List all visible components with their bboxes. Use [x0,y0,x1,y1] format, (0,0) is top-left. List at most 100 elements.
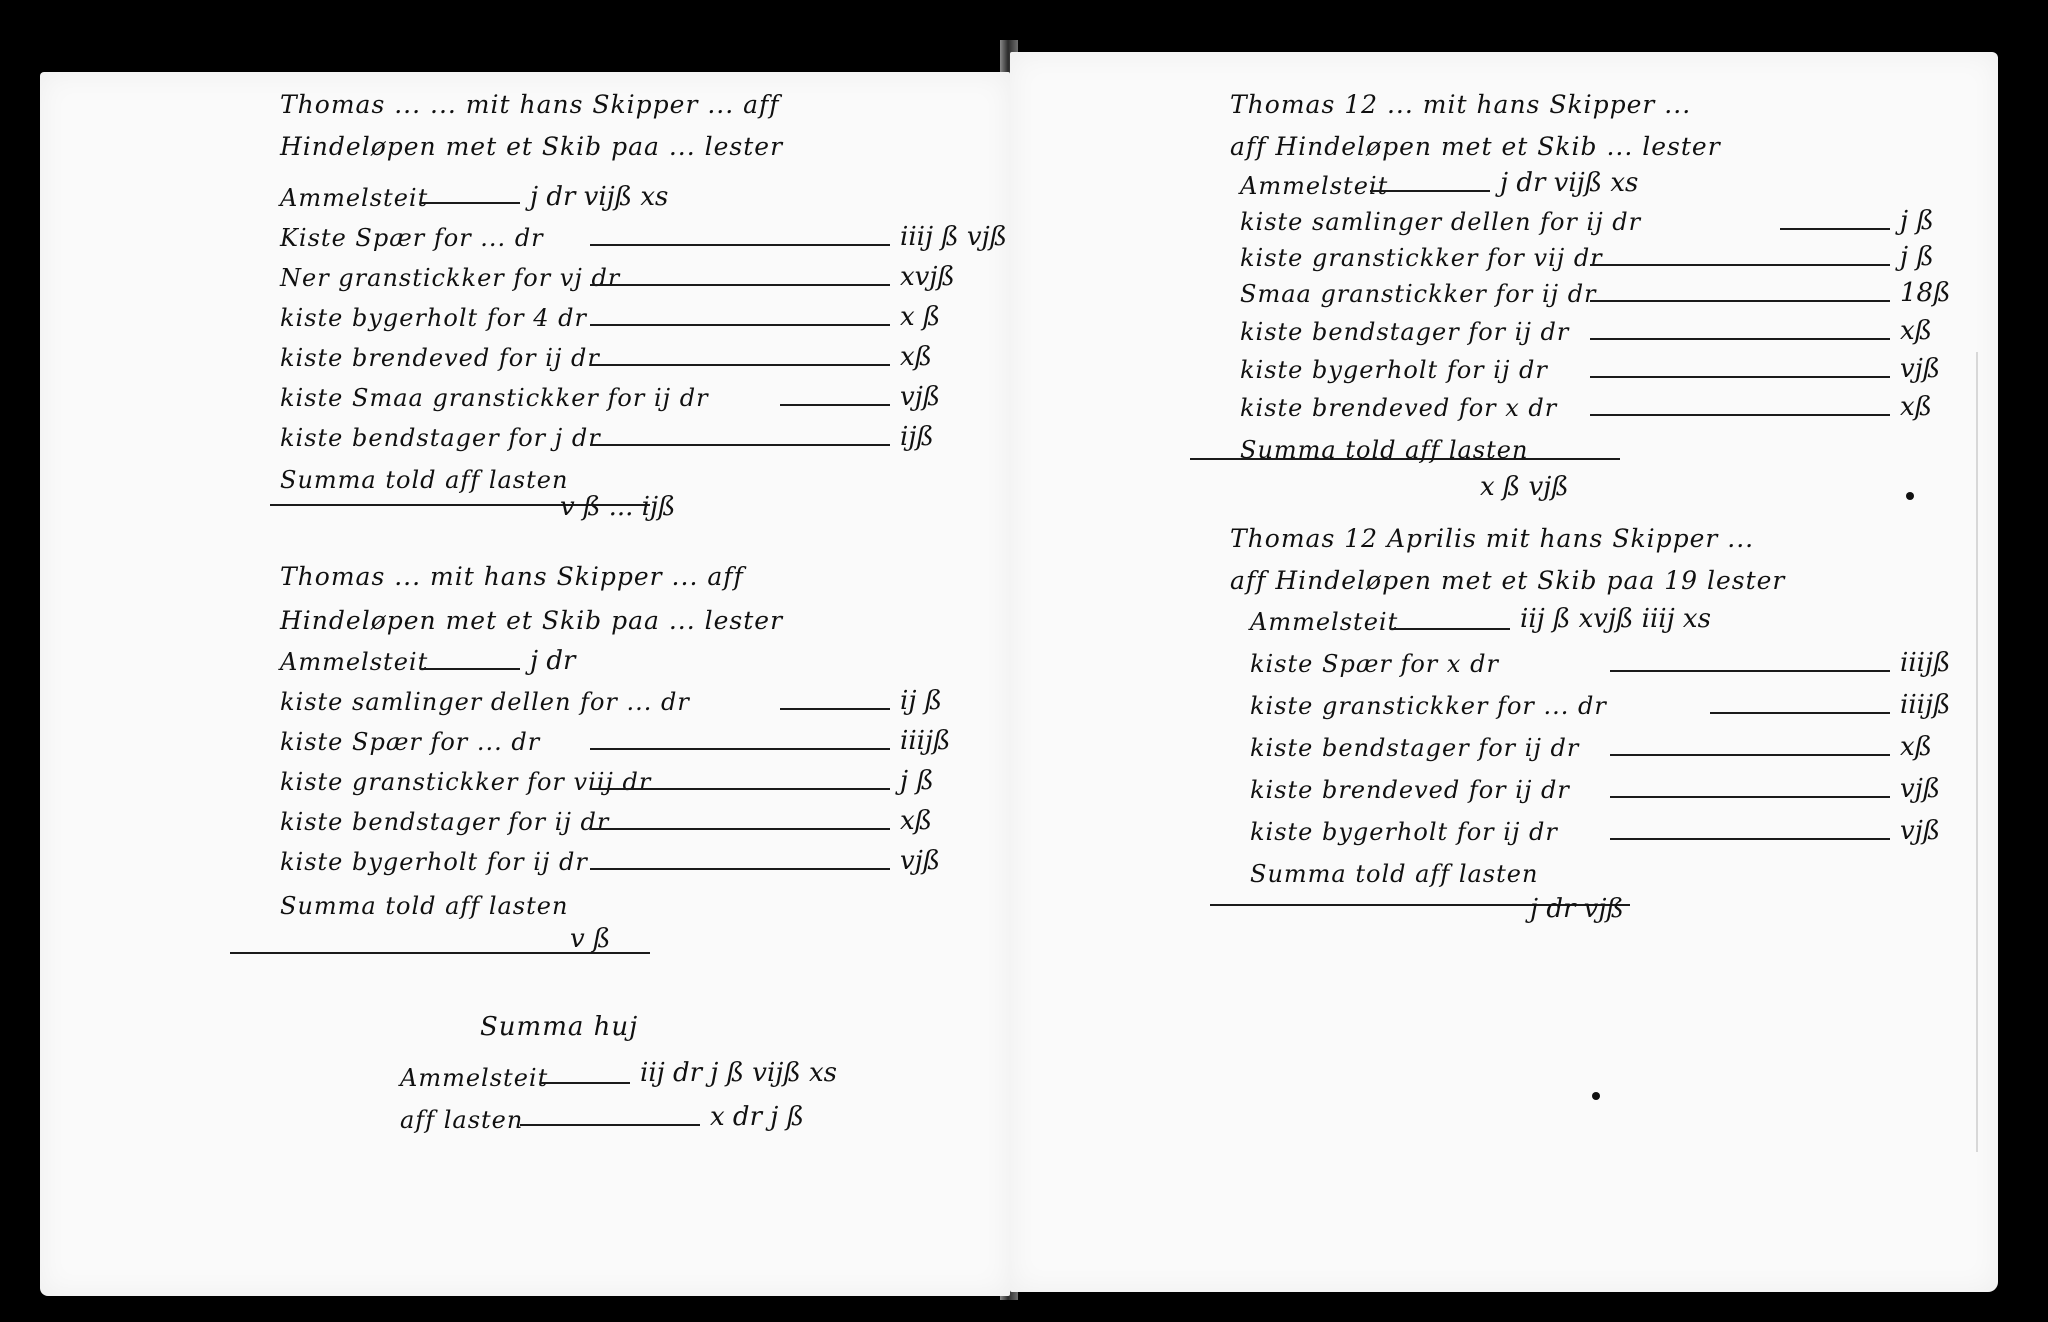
total-label: Summa told aff lasten [1250,860,1539,888]
row-value: xß [1900,732,1933,762]
rule-line [590,364,890,366]
page-edge [1976,352,1978,1152]
row-label: kiste granstickker for viij dr [280,768,652,796]
row-value: x ß [900,302,941,332]
row-label: kiste samlinger dellen for ij dr [1240,208,1642,236]
rule-line [780,708,890,710]
row-label: kiste brendeved for ij dr [1250,776,1570,804]
row-value: vjß [1900,816,1941,846]
row-label: kiste brendeved for ij dr [280,344,600,372]
row-label: Ammelsteit [1240,172,1389,200]
row-label: kiste bygerholt for 4 dr [280,304,587,332]
row-label: Smaa granstickker for ij dr [1240,280,1597,308]
row-value: xvjß [900,262,955,292]
rule-line [1590,338,1890,340]
rule-line [1590,264,1890,266]
left-page: Thomas ... ... mit hans Skipper ... aff … [40,72,1010,1296]
rule-line [1610,754,1890,756]
rule-line [1590,376,1890,378]
row-label: kiste Spær for x dr [1250,650,1499,678]
row-value: iiijß [1900,690,1951,720]
row-label: kiste bendstager for ij dr [280,808,610,836]
entry-header-line: Hindeløpen met et Skib paa ... lester [280,132,784,161]
row-value: j ß [1900,206,1934,236]
entry-header-line: Thomas 12 ... mit hans Skipper ... [1230,90,1692,119]
row-value: iiijß [900,726,951,756]
row-label: Ammelsteit [280,648,429,676]
summary-title: Summa huj [480,1012,639,1042]
rule-line [1390,628,1510,630]
row-value: vjß [900,382,941,412]
right-page: Thomas 12 ... mit hans Skipper ... aff H… [1010,52,1998,1292]
rule-line [1780,228,1890,230]
rule-line [420,202,520,204]
summary-value: x dr j ß [710,1102,804,1132]
rule-line [780,404,890,406]
rule-line [590,748,890,750]
rule-line [590,788,890,790]
row-value: 18ß [1900,278,1951,308]
rule-line [1610,796,1890,798]
row-value: j ß [1900,242,1934,272]
row-label: kiste Smaa granstickker for ij dr [280,384,709,412]
row-label: kiste granstickker for vij dr [1240,244,1603,272]
total-value: v ß ... ijß [560,492,676,522]
row-label: kiste bendstager for ij dr [1250,734,1580,762]
row-value: j ß [900,766,934,796]
entry-header-line: Thomas 12 Aprilis mit hans Skipper ... [1230,524,1755,553]
row-value: xß [1900,316,1933,346]
ink-dot [1906,492,1914,500]
row-label: Ammelsteit [280,184,429,212]
entry-header-line: aff Hindeløpen met et Skib paa 19 lester [1230,566,1786,595]
row-label: kiste bendstager for j dr [280,424,601,452]
row-label: kiste granstickker for ... dr [1250,692,1607,720]
row-value: j dr [530,646,576,676]
rule-line [1610,838,1890,840]
rule-line [520,1124,700,1126]
summary-value: iij dr j ß vijß xs [640,1058,837,1088]
total-rule [1190,458,1620,460]
row-label: kiste brendeved for x dr [1240,394,1558,422]
row-label: kiste bygerholt for ij dr [1240,356,1548,384]
row-label: Ammelsteit [1250,608,1399,636]
summary-label: aff lasten [400,1106,524,1134]
total-rule [270,504,650,506]
total-value: x ß vjß [1480,472,1569,502]
row-value: xß [900,806,933,836]
row-value: ijß [900,422,934,452]
rule-line [1610,670,1890,672]
total-rule [1210,904,1630,906]
total-label: Summa told aff lasten [280,466,569,494]
entry-header-line: Thomas ... mit hans Skipper ... aff [280,562,744,591]
rule-line [590,444,890,446]
row-label: kiste bygerholt for ij dr [1250,818,1558,846]
row-value: iiijß [1900,648,1951,678]
row-label: kiste Spær for ... dr [280,728,541,756]
row-value: xß [1900,392,1933,422]
row-label: kiste samlinger dellen for ... dr [280,688,690,716]
entry-header-line: Thomas ... ... mit hans Skipper ... aff [280,90,780,119]
rule-line [420,668,520,670]
entry-header-line: Hindeløpen met et Skib paa ... lester [280,606,784,635]
row-value: iiij ß vjß [900,222,1008,252]
rule-line [590,828,890,830]
entry-header-line: aff Hindeløpen met et Skib ... lester [1230,132,1721,161]
row-value: vjß [1900,774,1941,804]
summary-label: Ammelsteit [400,1064,549,1092]
row-value: vjß [1900,354,1941,384]
rule-line [590,324,890,326]
row-value: vjß [900,846,941,876]
total-rule [230,952,650,954]
rule-line [1590,300,1890,302]
rule-line [1710,712,1890,714]
row-label: Ner granstickker for vj dr [280,264,621,292]
row-value: j dr vijß xs [1500,168,1639,198]
rule-line [540,1082,630,1084]
rule-line [1370,190,1490,192]
row-label: Kiste Spær for ... dr [280,224,544,252]
total-value: v ß [570,924,611,954]
rule-line [590,244,890,246]
row-value: ij ß [900,686,943,716]
row-value: xß [900,342,933,372]
total-value: j dr vjß [1530,894,1624,924]
